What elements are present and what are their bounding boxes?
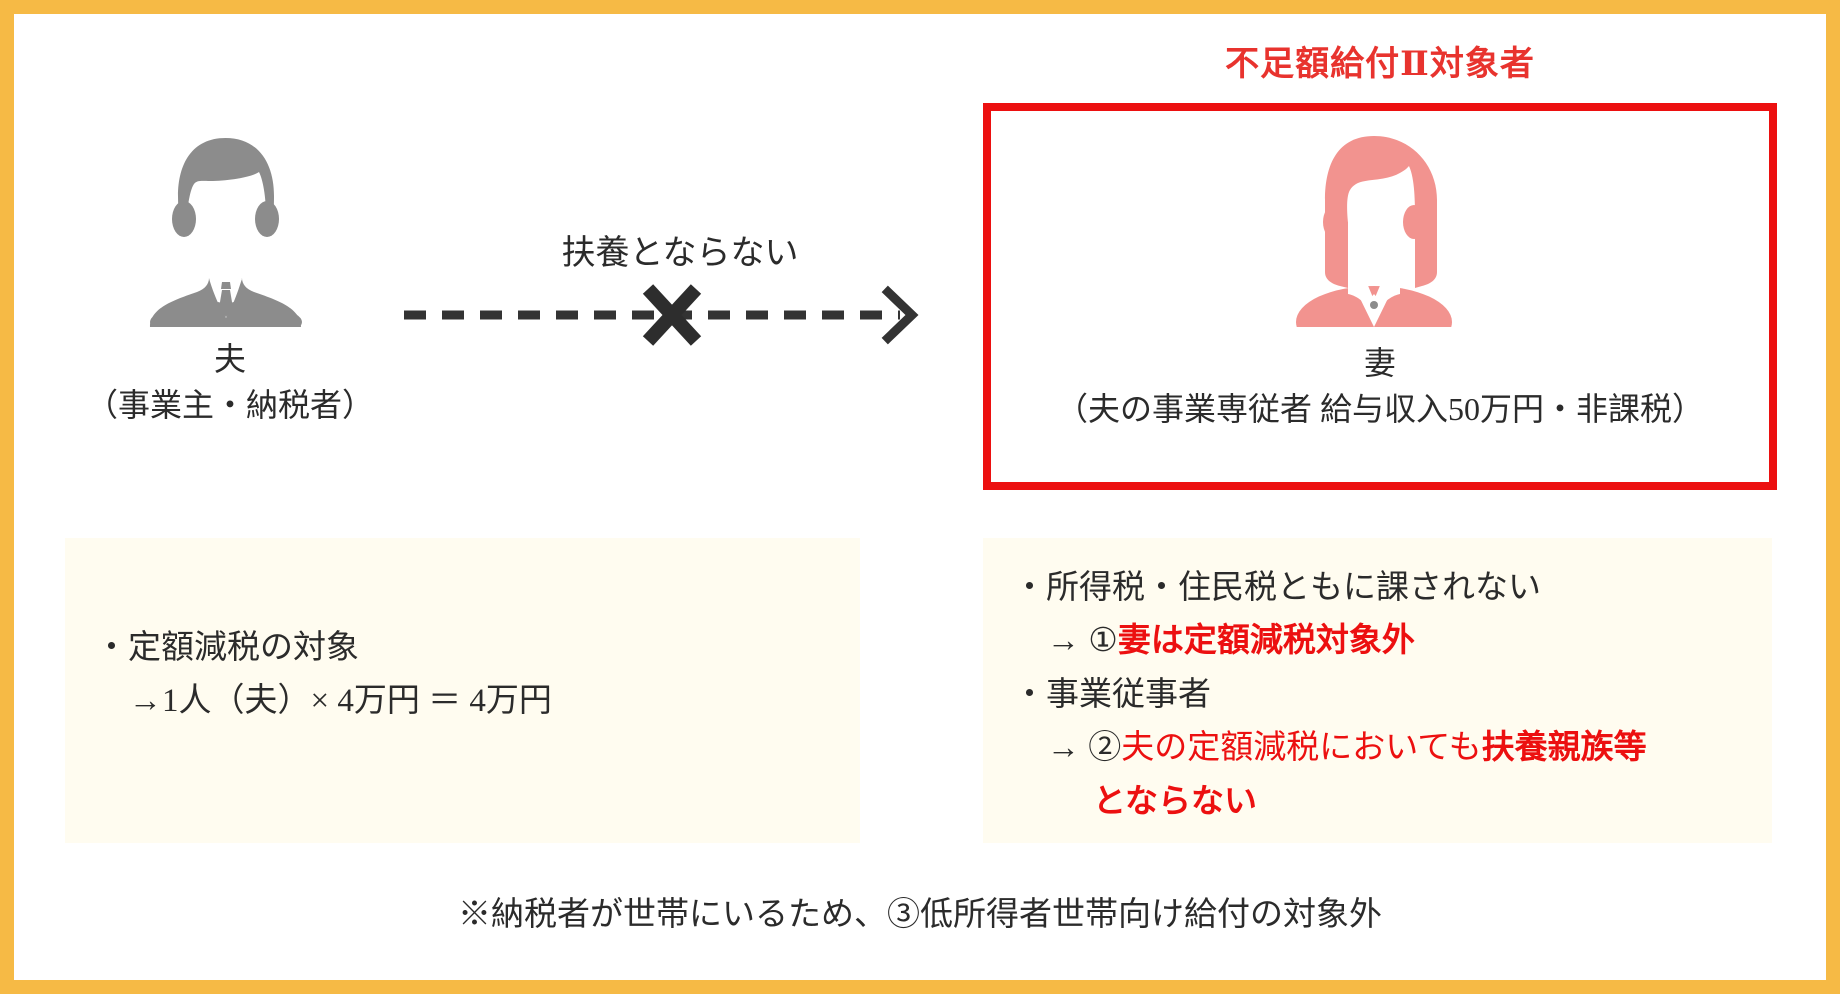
note-right-line-4-emphasis: 扶養親族等 <box>1481 730 1647 767</box>
footnote-text: ※納税者が世帯にいるため、③低所得者世帯向け給付の対象外 <box>458 897 1382 933</box>
note-box-right: ・所得税・住民税ともに課されない → ①妻は定額減税対象外 ・事業従事者 → ②… <box>983 538 1772 843</box>
note-right-line-1: ・所得税・住民税ともに課されない <box>1013 570 1541 606</box>
husband-label: 夫 （事業主・納税者） <box>40 336 420 429</box>
wife-sublabel: （夫の事業専従者 給与収入50万円・非課税） <box>1055 391 1704 428</box>
note-right-line-2: → ①妻は定額減税対象外 <box>1013 615 1802 668</box>
female-avatar-icon <box>1288 122 1468 358</box>
note-right-line-5-emphasis: とならない <box>1093 783 1258 820</box>
note-right-line-5: とならない <box>1013 776 1802 829</box>
wife-label: 妻 （夫の事業専従者 給与収入50万円・非課税） <box>1000 340 1760 433</box>
husband-sublabel: （事業主・納税者） <box>85 387 374 424</box>
note-left-line-2: →1人（夫）× 4万円 ＝ 4万円 <box>129 683 552 720</box>
note-right-line-3: ・事業従事者 <box>1013 676 1211 713</box>
wife-name: 妻 <box>1363 345 1396 381</box>
note-left-line-1: ・定額減税の対象 <box>95 630 359 666</box>
highlight-box <box>983 103 1777 490</box>
dashed-arrow-with-x-icon <box>404 284 919 346</box>
husband-name: 夫 <box>213 341 246 377</box>
note-right-line-2-prefix: → ① <box>1047 623 1118 660</box>
relation-arrow-group: 扶養とならない <box>400 225 960 346</box>
note-box-left: ・定額減税の対象 →1人（夫）× 4万円 ＝ 4万円 <box>65 538 860 843</box>
note-right-line-4: → ②夫の定額減税においても扶養親族等 <box>1013 722 1802 775</box>
note-right-line-4-prefix: → ② <box>1047 730 1122 767</box>
male-avatar-icon <box>140 122 320 342</box>
note-right-line-2-emphasis: 妻は定額減税対象外 <box>1117 623 1415 660</box>
highlight-title: 不足額給付Ⅱ対象者 <box>1225 46 1535 83</box>
relation-caption: 扶養とならない <box>561 235 799 272</box>
note-right-line-4-red: 夫の定額減税においても <box>1121 730 1482 767</box>
